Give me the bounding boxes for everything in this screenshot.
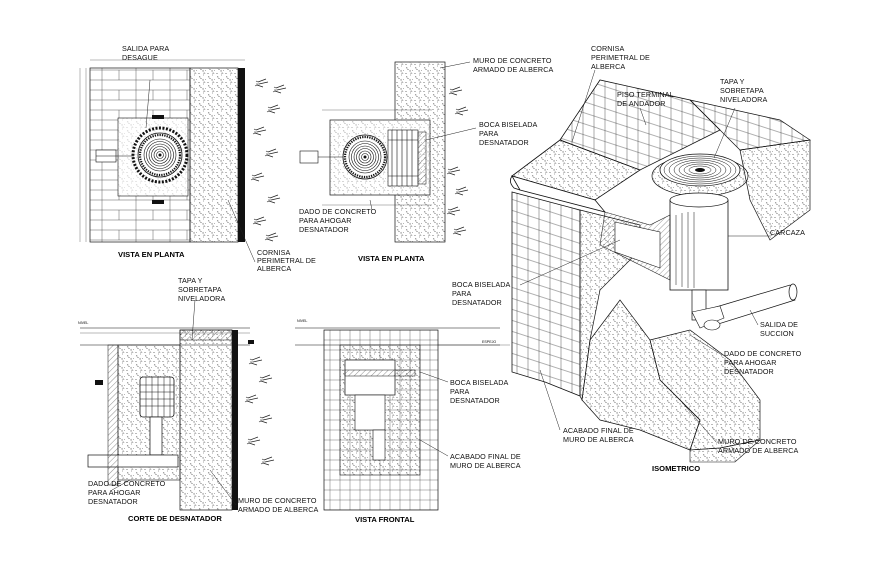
label-carcaza: CARCAZA — [770, 228, 805, 237]
ground-marks-1 — [250, 78, 287, 242]
title-vista-planta-1: VISTA EN PLANTA — [118, 250, 185, 259]
svg-text:ESPEJO: ESPEJO — [482, 340, 496, 344]
svg-text:NIVEL: NIVEL — [78, 321, 88, 325]
ground-marks-3 — [244, 356, 275, 466]
title-vista-planta-2: VISTA EN PLANTA — [358, 254, 425, 263]
title-vista-frontal: VISTA FRONTAL — [355, 515, 415, 524]
title-corte-desnatador: CORTE DE DESNATADOR — [128, 514, 222, 523]
svg-text:NIVEL: NIVEL — [297, 319, 307, 323]
ground-marks-2 — [446, 86, 469, 236]
title-isometrico: ISOMETRICO — [652, 464, 700, 473]
